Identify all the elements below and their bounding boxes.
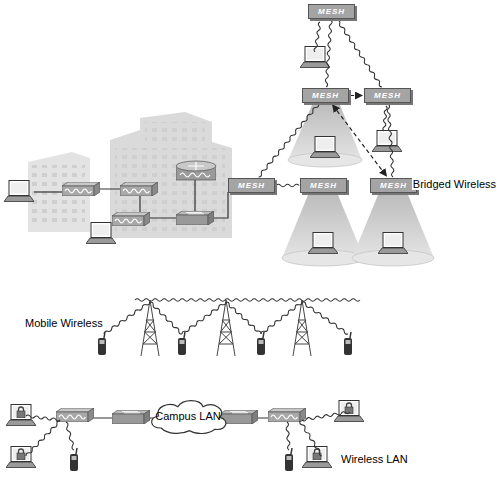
- radio-link: [314, 22, 320, 52]
- radio-link: [261, 302, 302, 334]
- radio-link: [300, 421, 322, 456]
- device-label: MESH: [310, 180, 337, 191]
- mesh-link: [387, 104, 394, 177]
- device-label: MESH: [380, 180, 407, 191]
- radio-link: [104, 302, 150, 334]
- device-label: MESH: [312, 90, 339, 101]
- network-cloud: Campus LAN: [146, 396, 230, 436]
- section-label: Wireless LAN: [340, 453, 409, 465]
- device-label: MESH: [374, 90, 401, 101]
- mesh-link: [337, 20, 382, 87]
- section-label: Mobile Wireless: [24, 317, 104, 329]
- radio-link: [302, 412, 350, 421]
- mesh-link: [276, 184, 299, 187]
- mesh-access-point: MESH: [308, 4, 355, 19]
- roaming-arrow: [350, 95, 362, 96]
- cloud-label: Campus LAN: [146, 410, 230, 423]
- radio-link: [286, 422, 290, 450]
- mesh-access-point: MESH: [370, 178, 417, 193]
- mesh-access-point: MESH: [302, 88, 349, 103]
- radio-link: [226, 302, 261, 334]
- radio-link: [26, 421, 60, 456]
- radio-link: [302, 302, 348, 334]
- section-label: Bridged Wireless: [412, 178, 497, 190]
- device-label: MESH: [318, 6, 345, 17]
- radio-link: [383, 106, 387, 131]
- mesh-link: [259, 104, 319, 177]
- radio-link: [26, 415, 60, 421]
- device-label: MESH: [238, 180, 265, 191]
- radio-link: [66, 422, 74, 450]
- roaming-arrow: [333, 105, 387, 176]
- mesh-access-point: MESH: [300, 178, 347, 193]
- mesh-access-point: MESH: [364, 88, 411, 103]
- radio-link: [135, 299, 360, 302]
- radio-link: [150, 302, 182, 334]
- mesh-link: [325, 20, 332, 87]
- mesh-access-point: MESH: [228, 178, 275, 193]
- radio-link: [182, 302, 226, 334]
